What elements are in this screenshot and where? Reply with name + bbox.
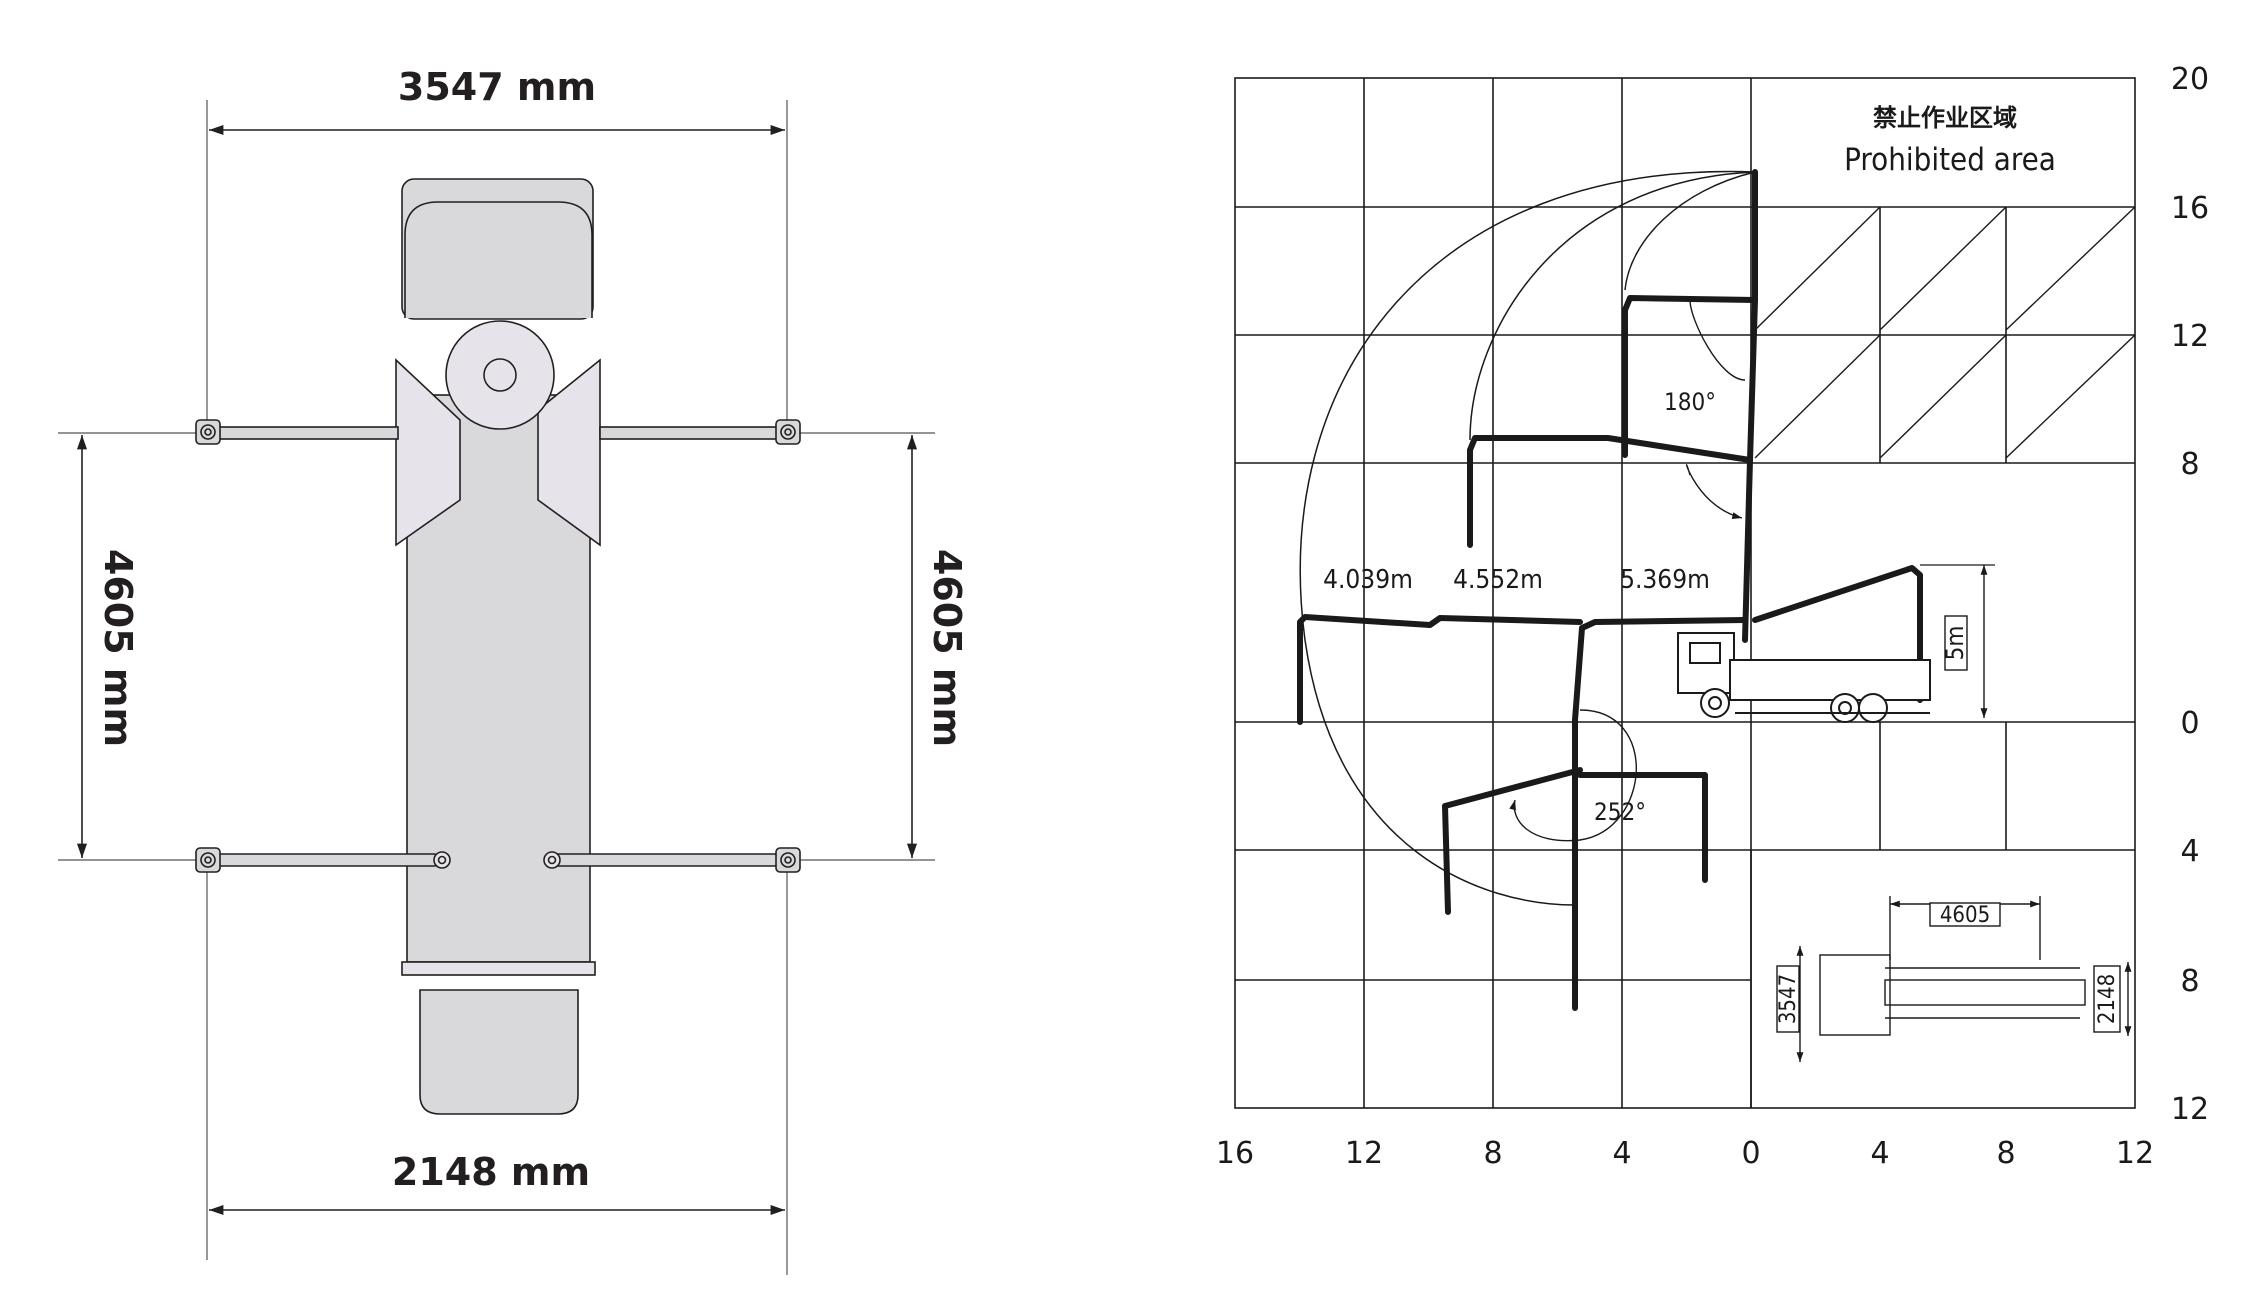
outrigger-front-right — [599, 426, 781, 440]
inset-plan-view — [1776, 896, 2132, 1062]
prohibited-label-cn: 禁止作业区域 — [1873, 104, 2017, 132]
reach-envelope — [1299, 170, 1756, 906]
prohibited-hatch — [1754, 206, 2136, 459]
x-tick-label: 12 — [2116, 1136, 2154, 1171]
section-label-3: 5.369m — [1620, 565, 1710, 595]
plan-view: 3547 mm 2148 mm 4605 mm 4605 mm — [58, 65, 969, 1275]
pad-rear-left-dot — [204, 856, 212, 864]
turret-wing-right — [537, 358, 601, 547]
pad-front-right-ring — [780, 424, 796, 440]
height-label-box — [1944, 615, 1968, 671]
pivot-rear-left-inner-dot — [437, 855, 447, 865]
pad-front-right — [775, 419, 801, 445]
x-tick-label: 4 — [1870, 1136, 1889, 1171]
pad-rear-right-dot — [784, 856, 792, 864]
height-label: 5m — [1941, 626, 1969, 661]
pad-rear-right — [775, 847, 801, 873]
y-tick-label: 8 — [2180, 447, 2199, 482]
outrigger-rear-left — [213, 853, 441, 867]
pivot-rear-left-inner — [433, 851, 451, 869]
turret-center — [483, 358, 517, 392]
inset-width-left: 3547 — [1776, 974, 1801, 1024]
section-label-2: 4.552m — [1453, 565, 1543, 595]
y-tick-label: 4 — [2180, 834, 2199, 869]
y-tick-label: 8 — [2180, 964, 2199, 999]
y-tick-label: 12 — [2171, 319, 2209, 354]
angle-arc-bottom — [1509, 709, 1637, 842]
outrigger-pads — [195, 419, 801, 873]
angle-top: 180° — [1664, 388, 1716, 416]
x-tick-label: 16 — [1216, 1136, 1254, 1171]
pad-front-left — [195, 419, 221, 445]
x-tick-labels: 16 12 8 4 0 4 8 12 — [1216, 1136, 2154, 1171]
pad-front-left-ring — [200, 424, 216, 440]
x-tick-label: 8 — [1996, 1136, 2015, 1171]
boom-lines — [1297, 169, 1923, 1011]
x-tick-label: 0 — [1741, 1136, 1760, 1171]
y-tick-labels: 20 16 12 8 0 4 8 12 — [2171, 62, 2209, 1127]
rear-tail — [419, 989, 579, 1115]
section-label-1: 4.039m — [1323, 565, 1413, 595]
pad-front-left-dot — [204, 428, 212, 436]
rear-bumper — [401, 961, 596, 976]
pad-rear-left — [195, 847, 221, 873]
inset-width-right: 2148 — [2095, 974, 2120, 1024]
pad-rear-left-ring — [200, 852, 216, 868]
pad-rear-right-ring — [780, 852, 796, 868]
cab-windshield — [404, 201, 593, 318]
inset-span: 4605 — [1940, 903, 1990, 928]
dim-left-span: 4605 mm — [96, 549, 140, 747]
outrigger-rear-right — [551, 853, 781, 867]
pivot-rear-right-inner-dot — [547, 855, 557, 865]
x-tick-label: 8 — [1483, 1136, 1502, 1171]
dim-top-width: 3547 mm — [398, 65, 596, 109]
x-tick-label: 4 — [1612, 1136, 1631, 1171]
pump-truck — [1677, 632, 1931, 723]
dim-bottom-width: 2148 mm — [392, 1150, 590, 1194]
y-tick-label: 0 — [2180, 706, 2199, 741]
angle-bottom: 252° — [1594, 798, 1646, 826]
dim-right-span: 4605 mm — [925, 549, 969, 747]
outrigger-front-left — [213, 426, 399, 440]
range-grid — [1234, 77, 2136, 1109]
y-tick-label: 16 — [2171, 191, 2209, 226]
prohibited-label-en: Prohibited area — [1844, 142, 2056, 178]
turret-wing-left — [395, 358, 461, 547]
pivot-rear-right-inner — [543, 851, 561, 869]
angle-arc-top — [1685, 299, 1745, 518]
y-tick-label: 20 — [2171, 62, 2209, 97]
pad-front-right-dot — [784, 428, 792, 436]
x-tick-label: 12 — [1345, 1136, 1383, 1171]
y-tick-label: 12 — [2171, 1092, 2209, 1127]
